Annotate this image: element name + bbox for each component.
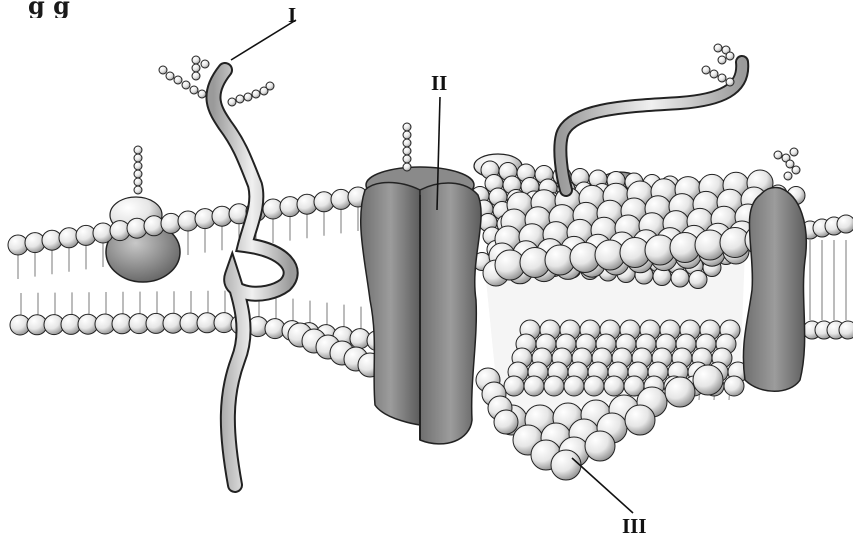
sugar-bead: [792, 166, 800, 174]
bottom-leaflet-head: [585, 431, 615, 461]
bottom-leaflet-head: [693, 365, 723, 395]
bottom-leaflet-head: [551, 450, 581, 480]
inner-leaflet-head: [604, 376, 624, 396]
sugar-bead: [198, 90, 206, 98]
sugar-bead: [718, 74, 726, 82]
sugar-bead: [790, 148, 798, 156]
cut-off-caption: g g: [0, 0, 853, 18]
sugar-bead: [266, 82, 274, 90]
inner-leaflet-head: [544, 376, 564, 396]
right-protein-tube-outline: [560, 62, 742, 190]
integral-protein-right: [743, 187, 806, 391]
sugar-bead: [784, 172, 792, 180]
sugar-chains: [134, 44, 800, 194]
right-protein-tube: [560, 62, 742, 190]
sugar-bead: [714, 44, 722, 52]
label-three: III: [622, 516, 647, 537]
bottom-leaflet-head: [665, 377, 695, 407]
leader-line-one: [231, 20, 296, 60]
phospholipid-head: [671, 269, 689, 287]
phospholipid-head: [837, 215, 853, 233]
inner-leaflet-head: [584, 376, 604, 396]
sugar-bead: [228, 98, 236, 106]
sugar-bead: [786, 160, 794, 168]
sugar-bead: [166, 72, 174, 80]
inner-leaflet-head: [524, 376, 544, 396]
phospholipid-head: [494, 410, 518, 434]
sugar-bead: [201, 60, 209, 68]
sugar-bead: [134, 154, 142, 162]
sugar-bead: [134, 178, 142, 186]
sugar-bead: [726, 78, 734, 86]
sugar-bead: [726, 52, 734, 60]
sugar-bead: [252, 90, 260, 98]
sugar-bead: [403, 131, 411, 139]
sugar-bead: [403, 147, 411, 155]
inner-leaflet-head: [504, 376, 524, 396]
sugar-bead: [192, 64, 200, 72]
phospholipid-head: [689, 271, 707, 289]
sugar-bead: [718, 56, 726, 64]
sugar-bead: [134, 146, 142, 154]
sugar-bead: [244, 93, 252, 101]
sugar-bead: [403, 123, 411, 131]
sugar-bead: [774, 151, 782, 159]
channel-protein: [361, 167, 481, 444]
sugar-bead: [134, 186, 142, 194]
sugar-bead: [192, 56, 200, 64]
inner-leaflet-head: [724, 376, 744, 396]
sugar-bead: [403, 155, 411, 163]
sugar-bead: [182, 81, 190, 89]
sugar-bead: [134, 170, 142, 178]
sugar-bead: [134, 162, 142, 170]
sugar-bead: [403, 139, 411, 147]
sugar-bead: [702, 66, 710, 74]
bottom-leaflet-head: [625, 405, 655, 435]
sugar-bead: [403, 163, 411, 171]
inner-leaflet-head: [564, 376, 584, 396]
sugar-bead: [236, 95, 244, 103]
sugar-bead: [710, 70, 718, 78]
phospholipid-head: [839, 321, 853, 339]
sugar-bead: [159, 66, 167, 74]
sugar-bead: [190, 86, 198, 94]
label-one: I: [288, 5, 296, 26]
leader-line-three: [572, 458, 633, 513]
sugar-bead: [174, 76, 182, 84]
sugar-bead: [192, 72, 200, 80]
label-two: II: [431, 73, 447, 94]
